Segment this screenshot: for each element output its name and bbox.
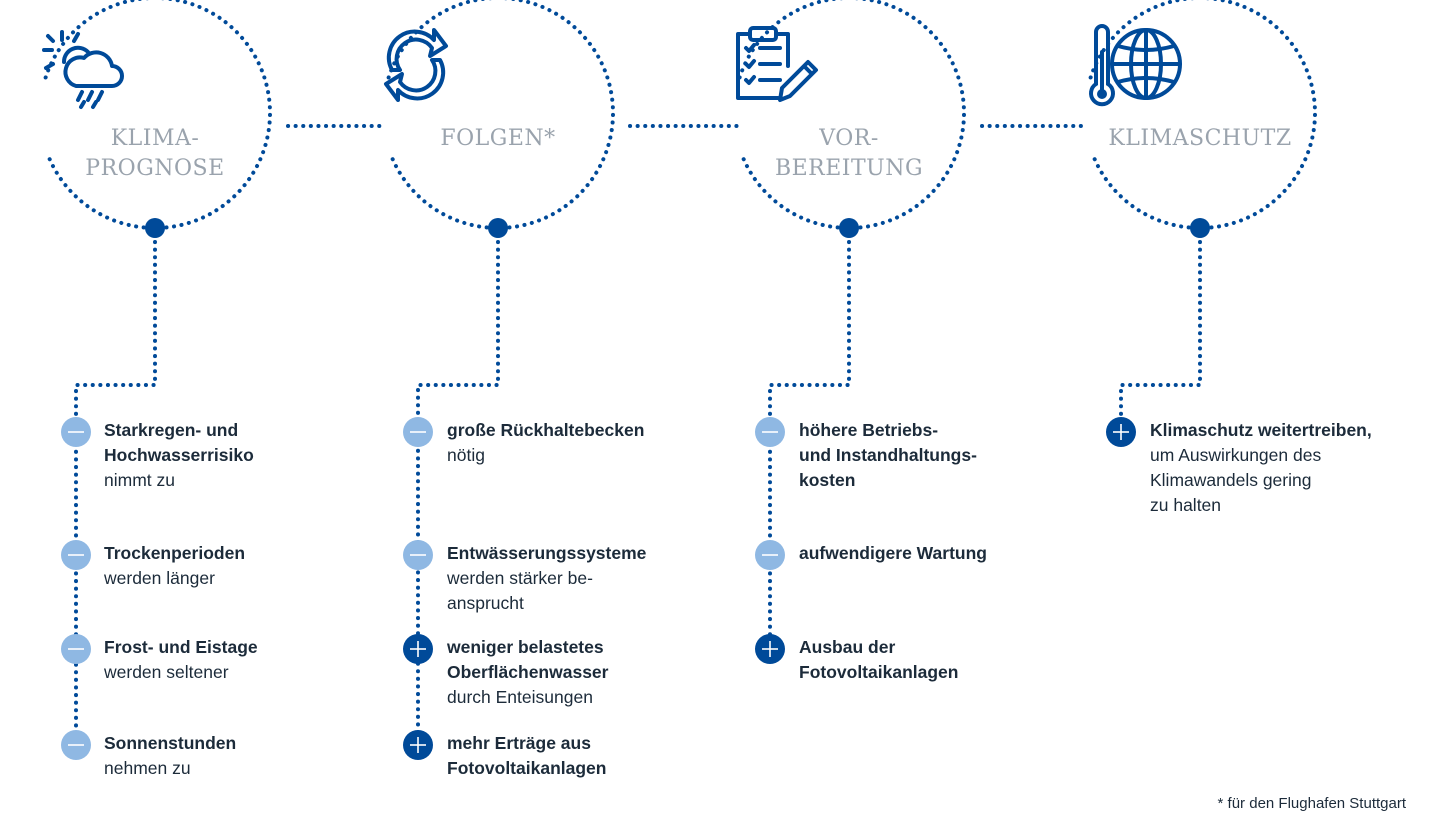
item-bold-line: aufwendigere Wartung xyxy=(799,543,987,563)
item-bold-line: Fotovoltaikanlagen xyxy=(447,758,607,778)
stage-anchor-dot-1 xyxy=(145,218,165,238)
item-bold-line: Entwässerungssysteme xyxy=(447,543,647,563)
plus-icon xyxy=(403,730,433,760)
plus-icon xyxy=(755,634,785,664)
item-bold-line: weniger belastetes xyxy=(447,637,604,657)
minus-icon xyxy=(755,540,785,570)
thermometer-globe-icon xyxy=(1089,24,1182,107)
stage-title-line: BEREITUNG xyxy=(775,156,923,181)
item-normal-line: ansprucht xyxy=(447,593,524,613)
stage-circle-4 xyxy=(1088,0,1317,230)
stage-title-line: KLIMA- xyxy=(111,126,200,151)
minus-icon xyxy=(61,634,91,664)
stage-item-connector-3 xyxy=(768,240,851,651)
item-bold-line: Klimaschutz weitertreiben, xyxy=(1150,420,1372,440)
item-bold-line: kosten xyxy=(799,470,856,490)
item-bold-line: und Instandhaltungs- xyxy=(799,445,977,465)
item-normal-line: durch Enteisungen xyxy=(447,687,593,707)
stage-title-line: VOR- xyxy=(818,126,879,151)
plus-icon xyxy=(1106,417,1136,447)
stage-anchor-dot-4 xyxy=(1190,218,1210,238)
minus-icon xyxy=(403,417,433,447)
item-bold-line: Oberflächenwasser xyxy=(447,662,609,682)
minus-icon xyxy=(61,540,91,570)
circles-layer xyxy=(43,0,1317,230)
item-normal-line: zu halten xyxy=(1150,495,1222,515)
stage-title-line: PROGNOSE xyxy=(85,156,224,181)
item-bold-line: Trockenperioden xyxy=(104,543,246,563)
minus-icon xyxy=(403,540,433,570)
stage-circle-3 xyxy=(737,0,966,230)
footnote: * für den Flughafen Stuttgart xyxy=(1217,795,1406,812)
item-normal-line: werden stärker be- xyxy=(447,568,593,588)
icons-layer xyxy=(42,24,1182,109)
minus-icon xyxy=(755,417,785,447)
item-normal-line: werden seltener xyxy=(104,662,229,682)
stage-anchor-dot-2 xyxy=(488,218,508,238)
list-item: Sonnenstunden nehmen zu xyxy=(104,731,236,781)
item-bold-line: Sonnenstunden xyxy=(104,733,237,753)
item-bold-line: große Rückhaltebecken xyxy=(447,420,645,440)
item-bold-line: Ausbau der xyxy=(799,637,896,657)
list-item: höhere Betriebs-und Instandhaltungs-kost… xyxy=(799,418,977,493)
item-bold-line: mehr Erträge aus xyxy=(447,733,591,753)
item-normal-line: Klimawandels gering xyxy=(1150,470,1312,490)
minus-icon xyxy=(61,730,91,760)
item-normal-line: werden länger xyxy=(104,568,215,588)
list-item: große Rückhaltebecken nötig xyxy=(447,418,644,468)
list-item: Klimaschutz weitertreiben, um Auswirkunge… xyxy=(1150,418,1372,518)
stage-item-connector-4 xyxy=(1119,240,1202,434)
item-bold-line: Hochwasserrisiko xyxy=(104,445,254,465)
stage-anchor-dot-3 xyxy=(839,218,859,238)
titles-layer: KLIMA- PROGNOSE FOLGEN* VOR- BEREITUNG KLIMAS… xyxy=(85,126,1291,181)
item-normal-line: um Auswirkungen des xyxy=(1150,445,1322,465)
plus-icon xyxy=(403,634,433,664)
list-item: Trockenperioden werden länger xyxy=(104,541,245,591)
item-normal-line: nimmt zu xyxy=(104,470,175,490)
list-item: Frost- und Eistage werden seltener xyxy=(104,635,258,685)
list-item: Entwässerungssysteme werden stärker be-an… xyxy=(447,541,646,616)
weather-sun-cloud-rain-icon xyxy=(42,30,124,109)
item-bold-line: höhere Betriebs- xyxy=(799,420,939,440)
item-normal-line: nehmen zu xyxy=(104,758,191,778)
item-bold-line: Starkregen- und xyxy=(104,420,239,440)
clipboard-checklist-pen-icon xyxy=(736,26,818,102)
item-bold-line: Frost- und Eistage xyxy=(104,637,258,657)
stage-title-line: FOLGEN* xyxy=(440,126,555,151)
markers-layer xyxy=(61,218,1210,760)
refresh-arrows-icon xyxy=(384,28,448,102)
item-bold-line: Fotovoltaikanlagen xyxy=(799,662,959,682)
stage-title-line: KLIMASCHUTZ xyxy=(1108,126,1291,151)
minus-icon xyxy=(61,417,91,447)
item-normal-line: nötig xyxy=(447,445,485,465)
list-item: aufwendigere Wartung xyxy=(799,541,987,566)
